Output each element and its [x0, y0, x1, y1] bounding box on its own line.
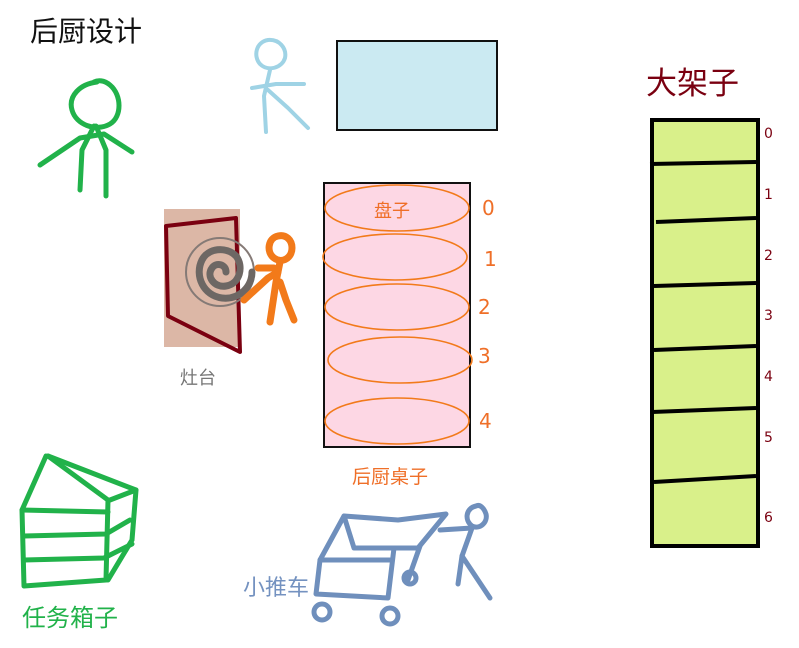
shelf-divider [653, 281, 757, 288]
plate-label: 盘子 [374, 201, 410, 222]
shelf-divider [653, 474, 757, 484]
task-boxes-label: 任务箱子 [22, 604, 118, 632]
plate-index: 3 [478, 344, 491, 368]
green-stick-figure [37, 78, 135, 199]
plate-index: 1 [484, 247, 497, 271]
shelf-slot-index: 2 [764, 248, 773, 264]
plate-ellipse [324, 397, 470, 445]
shelf-divider [651, 406, 757, 414]
shelf-slot-index: 3 [764, 308, 773, 324]
spiral-icon [195, 246, 256, 302]
cart-sketch [311, 503, 493, 627]
shelf-divider [653, 344, 757, 352]
stove [164, 209, 256, 354]
shelf-slot-index: 1 [764, 187, 773, 203]
shelf-title: 大架子 [646, 66, 739, 102]
window-rect [336, 40, 498, 131]
big-shelf [649, 118, 760, 548]
shelf-slot-index: 4 [764, 369, 773, 385]
cart-label: 小推车 [243, 576, 310, 601]
shelf-slot-index: 0 [764, 126, 773, 142]
plate-ellipse [324, 184, 470, 232]
back-table-label: 后厨桌子 [352, 466, 429, 488]
plates-group [322, 184, 473, 445]
plate-index: 0 [482, 196, 495, 220]
plate-ellipse [324, 283, 470, 331]
back-table [323, 182, 471, 448]
plate-index: 2 [478, 295, 491, 319]
shelf-slot-index: 5 [764, 430, 773, 446]
blue-stick-figure [250, 37, 310, 134]
task-boxes-stack [19, 453, 139, 589]
page-title: 后厨设计 [30, 15, 143, 48]
plate-ellipse [322, 233, 468, 281]
plate-ellipse [327, 336, 473, 384]
shelf-slot-index: 6 [764, 510, 773, 526]
plate-index: 4 [479, 409, 492, 433]
shelf-divider [655, 216, 757, 224]
shelf-divider [649, 160, 757, 166]
orange-stick-figure [240, 232, 298, 326]
stove-label: 灶台 [180, 368, 216, 389]
